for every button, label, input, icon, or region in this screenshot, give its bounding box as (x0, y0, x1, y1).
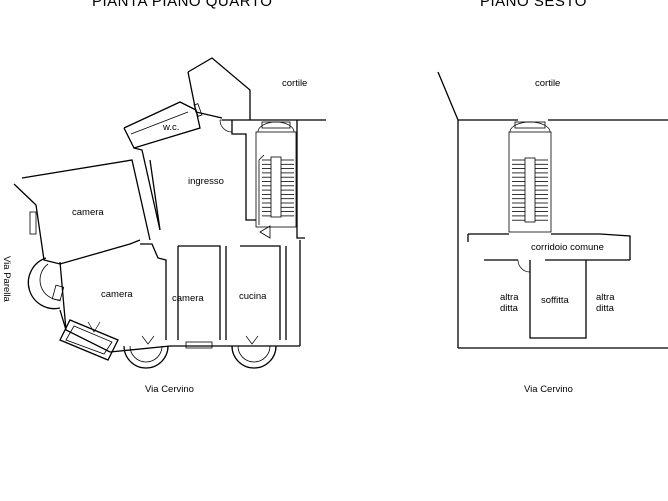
sixth-floor-plan: cortile corridoio comune altra ditta sof… (437, 71, 668, 395)
staircase-sixth (508, 121, 552, 233)
label-camera-1: camera (72, 207, 104, 218)
fourth-floor-plan: cortile w.c. ingresso camera camera came… (1, 57, 326, 395)
label-altra-ditta-left-1: altra (500, 292, 519, 303)
label-camera-3: camera (172, 293, 204, 304)
label-wc: w.c. (162, 122, 179, 133)
label-soffitta: soffitta (541, 295, 570, 306)
label-via-cervino-4: Via Cervino (145, 384, 194, 395)
label-cortile-6: cortile (535, 78, 560, 89)
label-cucina: cucina (239, 291, 267, 302)
label-ingresso: ingresso (188, 176, 224, 187)
title-sixth-floor: PIANO SESTO (480, 0, 587, 10)
label-camera-2: camera (101, 289, 133, 300)
label-altra-ditta-right-2: ditta (596, 303, 615, 314)
label-via-cervino-6: Via Cervino (524, 384, 573, 395)
staircase-fourth (255, 121, 297, 239)
label-altra-ditta-right-1: altra (596, 292, 615, 303)
label-cortile-4: cortile (282, 78, 307, 89)
label-altra-ditta-left-2: ditta (500, 303, 519, 314)
title-fourth-floor: PIANTA PIANO QUARTO (92, 0, 272, 10)
label-via-parella: Via Parella (1, 256, 12, 302)
label-corridoio-comune: corridoio comune (531, 242, 604, 253)
